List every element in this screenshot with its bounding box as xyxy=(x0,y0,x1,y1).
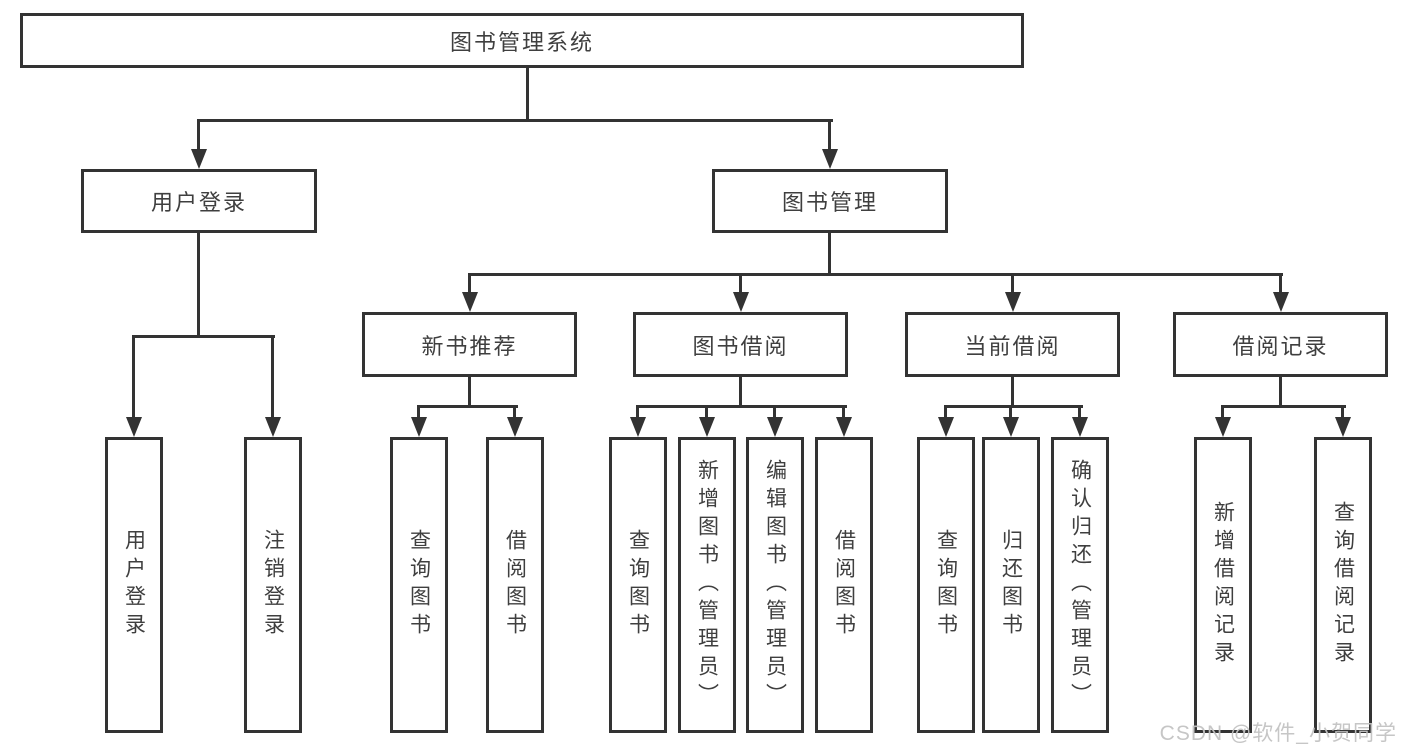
edge-current-borrow-leaf3-stem xyxy=(1078,405,1081,417)
arrow-to-new-books xyxy=(462,292,478,312)
node-book-mgmt-label: 图书管理 xyxy=(781,190,878,215)
arrow-to-leaf-login xyxy=(126,417,142,437)
arrow-book-borrow-leaf4 xyxy=(836,417,852,437)
leaf-newbooks-borrow: 借阅图书 xyxy=(486,437,544,733)
node-root-label: 图书管理系统 xyxy=(449,29,594,55)
leaf-newbooks-query-label: 查询图书 xyxy=(407,529,431,641)
arrow-to-book-mgmt xyxy=(822,149,838,169)
edge-to-current-borrow-stem xyxy=(1011,276,1014,292)
edge-root-to-book-mgmt-stem xyxy=(828,119,831,149)
leaf-records-add-label: 新增借阅记录 xyxy=(1211,501,1235,669)
edge-to-book-borrow-stem xyxy=(739,276,742,292)
arrow-new-books-leaf1 xyxy=(411,417,427,437)
edge-current-borrow-leaf2-stem xyxy=(1009,405,1012,417)
arrow-borrow-records-leaf2 xyxy=(1335,417,1351,437)
edge-current-borrow-leaf1-stem xyxy=(944,405,947,417)
node-book-borrow-label: 图书借阅 xyxy=(692,333,789,359)
edge-borrow-records-rail xyxy=(1221,405,1346,408)
edge-root-rail xyxy=(197,119,833,122)
arrow-current-borrow-leaf1 xyxy=(938,417,954,437)
leaf-newbooks-borrow-label: 借阅图书 xyxy=(503,529,527,641)
leaf-user-login-label: 用户登录 xyxy=(122,529,146,641)
edge-user-login-rail xyxy=(132,335,275,338)
leaf-current-confirm-admin: 确认归还（管理员） xyxy=(1051,437,1109,733)
arrow-to-current-borrow xyxy=(1005,292,1021,312)
edge-book-borrow-leaf4-stem xyxy=(842,405,845,417)
edge-user-login-leaf2-stem xyxy=(271,335,274,417)
arrow-book-borrow-leaf3 xyxy=(767,417,783,437)
leaf-borrow-query-label: 查询图书 xyxy=(626,529,650,641)
leaf-records-add: 新增借阅记录 xyxy=(1194,437,1252,733)
edge-book-borrow-stem2 xyxy=(739,377,742,405)
leaf-user-login: 用户登录 xyxy=(105,437,163,733)
leaf-current-confirm-admin-label: 确认归还（管理员） xyxy=(1068,459,1092,711)
arrow-to-borrow-records xyxy=(1273,292,1289,312)
edge-new-books-rail xyxy=(417,405,518,408)
leaf-logout-label: 注销登录 xyxy=(261,529,285,641)
edge-user-login-stem xyxy=(197,233,200,335)
node-current-borrow: 当前借阅 xyxy=(905,312,1120,377)
arrow-current-borrow-leaf2 xyxy=(1003,417,1019,437)
leaf-borrow-edit-admin-label: 编辑图书（管理员） xyxy=(763,459,787,711)
node-current-borrow-label: 当前借阅 xyxy=(964,333,1061,359)
arrow-to-book-borrow xyxy=(733,292,749,312)
edge-book-mgmt-rail xyxy=(468,273,1283,276)
node-new-books-label: 新书推荐 xyxy=(421,333,518,359)
leaf-newbooks-query: 查询图书 xyxy=(390,437,448,733)
node-borrow-records-label: 借阅记录 xyxy=(1232,333,1329,359)
leaf-logout: 注销登录 xyxy=(244,437,302,733)
leaf-current-query-label: 查询图书 xyxy=(934,529,958,641)
edge-root-to-user-login-stem xyxy=(197,119,200,149)
leaf-borrow-query: 查询图书 xyxy=(609,437,667,733)
node-book-borrow: 图书借阅 xyxy=(633,312,848,377)
edge-root-stem xyxy=(526,68,529,122)
leaf-current-return-label: 归还图书 xyxy=(999,529,1023,641)
edge-borrow-records-leaf2-stem xyxy=(1341,405,1344,417)
node-book-mgmt: 图书管理 xyxy=(712,169,948,233)
edge-book-borrow-leaf1-stem xyxy=(636,405,639,417)
edge-to-new-books-stem xyxy=(468,276,471,292)
node-root: 图书管理系统 xyxy=(20,13,1024,68)
edge-user-login-leaf1-stem xyxy=(132,335,135,417)
csdn-watermark: CSDN @软件_小贺同学 xyxy=(1159,722,1397,745)
leaf-borrow-edit-admin: 编辑图书（管理员） xyxy=(746,437,804,733)
node-new-books: 新书推荐 xyxy=(362,312,577,377)
edge-book-borrow-leaf2-stem xyxy=(705,405,708,417)
edge-new-books-stem xyxy=(468,377,471,405)
leaf-borrow-add-admin-label: 新增图书（管理员） xyxy=(695,459,719,711)
edge-to-borrow-records-stem xyxy=(1279,276,1282,292)
arrow-current-borrow-leaf3 xyxy=(1072,417,1088,437)
leaf-borrow-borrow: 借阅图书 xyxy=(815,437,873,733)
node-borrow-records: 借阅记录 xyxy=(1173,312,1388,377)
arrow-to-leaf-logout xyxy=(265,417,281,437)
edge-book-mgmt-stem xyxy=(828,233,831,276)
edge-book-borrow-leaf3-stem xyxy=(773,405,776,417)
edge-current-borrow-stem2 xyxy=(1011,377,1014,405)
arrow-new-books-leaf2 xyxy=(507,417,523,437)
edge-borrow-records-leaf1-stem xyxy=(1221,405,1224,417)
arrow-borrow-records-leaf1 xyxy=(1215,417,1231,437)
leaf-records-query-label: 查询借阅记录 xyxy=(1331,501,1355,669)
node-user-login-label: 用户登录 xyxy=(150,190,247,215)
arrow-book-borrow-leaf1 xyxy=(630,417,646,437)
leaf-current-return: 归还图书 xyxy=(982,437,1040,733)
edge-book-borrow-rail xyxy=(636,405,847,408)
edge-new-books-leaf1-stem xyxy=(417,405,420,417)
leaf-borrow-borrow-label: 借阅图书 xyxy=(832,529,856,641)
edge-borrow-records-stem2 xyxy=(1279,377,1282,405)
arrow-to-user-login xyxy=(191,149,207,169)
leaf-current-query: 查询图书 xyxy=(917,437,975,733)
edge-current-borrow-rail xyxy=(944,405,1083,408)
leaf-records-query: 查询借阅记录 xyxy=(1314,437,1372,733)
edge-new-books-leaf2-stem xyxy=(513,405,516,417)
arrow-book-borrow-leaf2 xyxy=(699,417,715,437)
leaf-borrow-add-admin: 新增图书（管理员） xyxy=(678,437,736,733)
node-user-login: 用户登录 xyxy=(81,169,317,233)
